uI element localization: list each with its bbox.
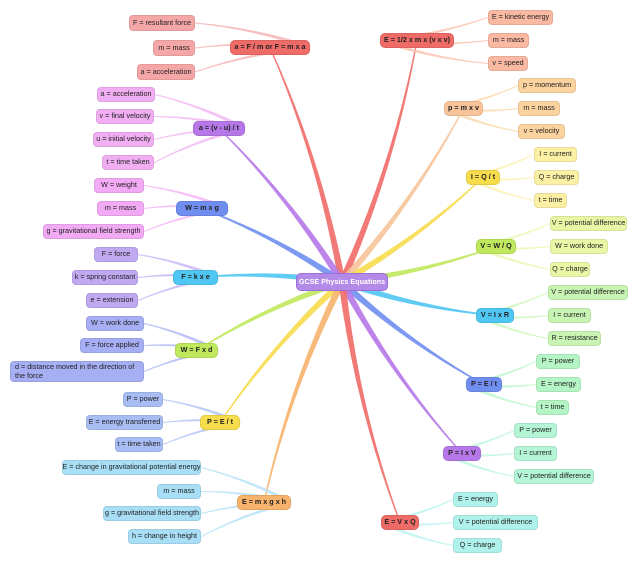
equation-node-7[interactable]: E = m x g x h bbox=[237, 495, 291, 510]
variable-node-m-9[interactable]: m = mass bbox=[518, 101, 560, 116]
child-connector bbox=[442, 451, 515, 477]
equation-node-15[interactable]: E = V x Q bbox=[381, 515, 419, 530]
branch-connector bbox=[339, 279, 463, 454]
branch-connector bbox=[338, 40, 418, 284]
variable-node-w-11[interactable]: W = work done bbox=[550, 239, 608, 254]
variable-node-t-6[interactable]: t = time taken bbox=[115, 437, 163, 452]
variable-node-a-1[interactable]: a = acceleration bbox=[137, 64, 195, 80]
variable-node-g-3[interactable]: g = gravitational field strength bbox=[43, 224, 144, 239]
child-connector bbox=[465, 175, 535, 201]
equation-node-10[interactable]: I = Q / t bbox=[466, 170, 500, 185]
equation-node-6[interactable]: P = E / t bbox=[200, 415, 240, 430]
variable-node-m-1[interactable]: m = mass bbox=[153, 40, 195, 56]
variable-node-v-9[interactable]: v = velocity bbox=[518, 124, 565, 139]
equation-node-8[interactable]: E = 1/2 x m x (v x v) bbox=[380, 33, 454, 48]
branch-connector bbox=[218, 128, 345, 285]
variable-node-f-4[interactable]: F = force bbox=[94, 247, 138, 262]
variable-node-w-3[interactable]: W = weight bbox=[94, 178, 144, 193]
variable-node-q-10[interactable]: Q = charge bbox=[534, 170, 579, 185]
variable-node-e-7[interactable]: E = change in gravitational potential en… bbox=[62, 460, 201, 475]
branch-connector bbox=[269, 47, 346, 284]
variable-node-w-5[interactable]: W = work done bbox=[86, 316, 144, 331]
variable-node-d-5[interactable]: d = distance moved in the direction of t… bbox=[10, 361, 144, 382]
variable-node-u-2[interactable]: u = initial velocity bbox=[93, 132, 154, 147]
equation-node-4[interactable]: F = k x e bbox=[173, 270, 218, 285]
branch-connector bbox=[339, 108, 464, 285]
center-topic[interactable]: GCSE Physics Equations bbox=[296, 273, 388, 291]
equation-node-12[interactable]: V = I x R bbox=[476, 308, 514, 323]
equation-node-14[interactable]: P = I x V bbox=[443, 446, 481, 461]
variable-node-i-14[interactable]: I = current bbox=[514, 446, 557, 461]
variable-node-q-11[interactable]: Q = charge bbox=[550, 262, 590, 277]
variable-node-m-7[interactable]: m = mass bbox=[157, 484, 201, 499]
variable-node-k-4[interactable]: k = spring constant bbox=[72, 270, 138, 285]
variable-node-a-2[interactable]: a = acceleration bbox=[97, 87, 155, 102]
variable-node-t-2[interactable]: t = time taken bbox=[102, 155, 154, 170]
equation-node-9[interactable]: p = m x v bbox=[444, 101, 483, 116]
variable-node-e-15[interactable]: E = energy bbox=[453, 492, 498, 507]
branch-connector bbox=[338, 281, 401, 523]
variable-node-i-12[interactable]: I = current bbox=[548, 308, 591, 323]
variable-node-v-14[interactable]: V = potential difference bbox=[514, 469, 594, 484]
variable-node-v-12[interactable]: V = potential difference bbox=[548, 285, 628, 300]
branch-connector bbox=[263, 280, 346, 503]
variable-node-h-7[interactable]: h = change in height bbox=[128, 529, 201, 544]
variable-node-e-4[interactable]: e = extension bbox=[86, 293, 138, 308]
variable-node-q-15[interactable]: Q = charge bbox=[453, 538, 502, 553]
variable-node-p-13[interactable]: P = power bbox=[536, 354, 580, 369]
equation-node-3[interactable]: W = m x g bbox=[176, 201, 228, 216]
variable-node-f-1[interactable]: F = resultant force bbox=[129, 15, 195, 31]
branch-connector bbox=[196, 278, 344, 352]
variable-node-m-8[interactable]: m = mass bbox=[488, 33, 529, 48]
equation-node-5[interactable]: W = F x d bbox=[175, 343, 218, 358]
branch-connector bbox=[219, 279, 345, 423]
variable-node-i-10[interactable]: I = current bbox=[534, 147, 577, 162]
variable-node-v-2[interactable]: v = final velocity bbox=[96, 109, 154, 124]
variable-node-r-12[interactable]: R = resistance bbox=[548, 331, 601, 346]
variable-node-g-7[interactable]: g = gravitational field strength bbox=[103, 506, 201, 521]
variable-node-v-15[interactable]: V = potential difference bbox=[453, 515, 538, 530]
variable-node-v-8[interactable]: v = speed bbox=[488, 56, 528, 71]
variable-node-t-10[interactable]: t = time bbox=[534, 193, 567, 208]
variable-node-e-6[interactable]: E = energy transferred bbox=[86, 415, 163, 430]
branch-connector bbox=[339, 279, 485, 385]
variable-node-f-5[interactable]: F = force applied bbox=[80, 338, 144, 353]
variable-node-m-3[interactable]: m = mass bbox=[97, 201, 144, 216]
variable-node-p-9[interactable]: p = momentum bbox=[518, 78, 576, 93]
equation-node-11[interactable]: V = W / Q bbox=[476, 239, 516, 254]
variable-node-v-11[interactable]: V = potential difference bbox=[550, 216, 627, 231]
child-connector bbox=[465, 382, 537, 408]
child-connector bbox=[475, 313, 549, 339]
variable-node-e-13[interactable]: E = energy bbox=[536, 377, 581, 392]
variable-node-t-13[interactable]: t = time bbox=[536, 400, 569, 415]
variable-node-p-6[interactable]: P = power bbox=[123, 392, 163, 407]
equation-node-2[interactable]: a = (v - u) / t bbox=[193, 121, 245, 136]
variable-node-p-14[interactable]: P = power bbox=[514, 423, 557, 438]
variable-node-e-8[interactable]: E = kinetic energy bbox=[488, 10, 553, 25]
equation-node-1[interactable]: a = F / m or F = m x a bbox=[230, 40, 310, 55]
child-connector bbox=[380, 520, 454, 546]
equation-node-13[interactable]: P = E / t bbox=[466, 377, 502, 392]
